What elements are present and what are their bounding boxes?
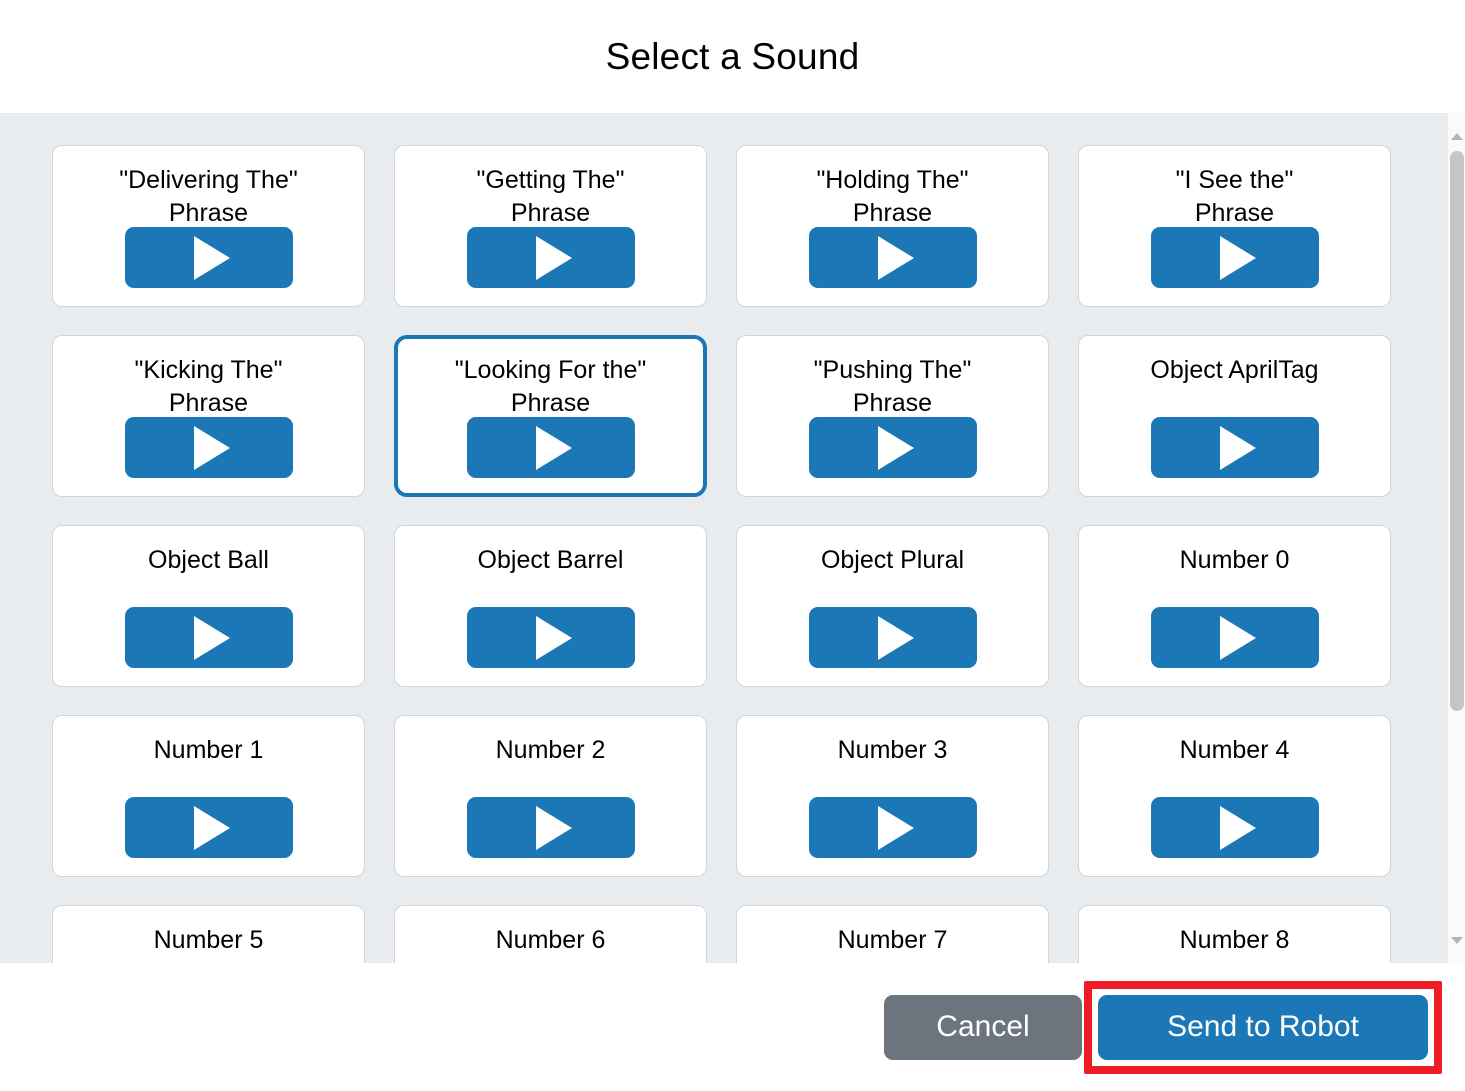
- sound-card-label: "Delivering The" Phrase: [119, 166, 298, 227]
- sound-card-grid: "Delivering The" Phrase "Getting The" Phr…: [0, 113, 1447, 963]
- vertical-scrollbar[interactable]: [1447, 113, 1465, 963]
- sound-card[interactable]: "Delivering The" Phrase: [52, 145, 365, 307]
- play-icon: [1219, 425, 1256, 470]
- play-icon: [535, 425, 572, 470]
- play-icon: [535, 235, 572, 280]
- sound-card[interactable]: "Getting The" Phrase: [394, 145, 707, 307]
- sound-card-label: "I See the" Phrase: [1175, 166, 1294, 227]
- play-sound-button[interactable]: [808, 797, 977, 858]
- sound-card[interactable]: Number 1: [52, 715, 365, 877]
- sound-card-label: Number 7: [837, 926, 948, 954]
- play-sound-button[interactable]: [466, 797, 635, 858]
- play-sound-button[interactable]: [1150, 417, 1319, 478]
- play-icon: [193, 425, 230, 470]
- play-icon: [877, 805, 914, 850]
- play-sound-button[interactable]: [124, 607, 293, 668]
- sound-card-label: Object Barrel: [477, 546, 624, 574]
- sound-list-body: "Delivering The" Phrase "Getting The" Phr…: [0, 113, 1465, 963]
- sound-card-label: Number 3: [837, 736, 948, 764]
- sound-card-label: "Pushing The" Phrase: [813, 356, 972, 417]
- sound-card[interactable]: Number 8: [1078, 905, 1391, 963]
- play-icon: [877, 235, 914, 280]
- chevron-down-icon: [1451, 936, 1463, 944]
- play-icon: [877, 615, 914, 660]
- sound-scroll-viewport: "Delivering The" Phrase "Getting The" Phr…: [0, 113, 1447, 963]
- sound-card[interactable]: "Holding The" Phrase: [736, 145, 1049, 307]
- play-sound-button[interactable]: [124, 797, 293, 858]
- sound-card[interactable]: Number 4: [1078, 715, 1391, 877]
- sound-card[interactable]: Number 2: [394, 715, 707, 877]
- send-to-robot-wrapper: Send to Robot: [1084, 980, 1442, 1074]
- sound-card[interactable]: Number 5: [52, 905, 365, 963]
- sound-card-label: Number 6: [495, 926, 606, 954]
- play-icon: [535, 805, 572, 850]
- scroll-up-arrow-icon[interactable]: [1448, 127, 1465, 145]
- play-icon: [193, 615, 230, 660]
- sound-card[interactable]: Object Barrel: [394, 525, 707, 687]
- send-to-robot-button[interactable]: Send to Robot: [1098, 994, 1428, 1060]
- sound-card-label: Object Ball: [148, 546, 269, 574]
- play-icon: [877, 425, 914, 470]
- sound-card-label: "Holding The" Phrase: [816, 166, 969, 227]
- sound-card-label: "Kicking The" Phrase: [134, 356, 283, 417]
- chevron-up-icon: [1451, 132, 1463, 140]
- play-sound-button[interactable]: [1150, 607, 1319, 668]
- play-sound-button[interactable]: [466, 607, 635, 668]
- sound-card-label: "Looking For the" Phrase: [454, 356, 647, 417]
- sound-card-label: Number 5: [153, 926, 264, 954]
- play-icon: [1219, 615, 1256, 660]
- sound-card[interactable]: "Looking For the" Phrase: [394, 335, 707, 497]
- play-sound-button[interactable]: [808, 607, 977, 668]
- dialog-footer: Cancel Send to Robot: [0, 963, 1465, 1091]
- dialog-title: Select a Sound: [605, 36, 860, 77]
- sound-card[interactable]: "Pushing The" Phrase: [736, 335, 1049, 497]
- sound-card[interactable]: Number 6: [394, 905, 707, 963]
- sound-card[interactable]: Number 7: [736, 905, 1049, 963]
- sound-card[interactable]: Object AprilTag: [1078, 335, 1391, 497]
- play-icon: [1219, 805, 1256, 850]
- sound-card-label: Object Plural: [820, 546, 965, 574]
- play-sound-button[interactable]: [124, 227, 293, 288]
- play-sound-button[interactable]: [124, 417, 293, 478]
- cancel-button[interactable]: Cancel: [884, 994, 1082, 1060]
- play-sound-button[interactable]: [1150, 797, 1319, 858]
- sound-card[interactable]: Number 0: [1078, 525, 1391, 687]
- sound-card[interactable]: Object Ball: [52, 525, 365, 687]
- sound-card-label: Number 4: [1179, 736, 1290, 764]
- sound-card-label: "Getting The" Phrase: [476, 166, 625, 227]
- scroll-down-arrow-icon[interactable]: [1448, 931, 1465, 949]
- sound-card-label: Number 1: [153, 736, 264, 764]
- sound-card[interactable]: Number 3: [736, 715, 1049, 877]
- sound-card-label: Number 0: [1179, 546, 1290, 574]
- play-icon: [193, 805, 230, 850]
- play-sound-button[interactable]: [808, 227, 977, 288]
- sound-card[interactable]: "I See the" Phrase: [1078, 145, 1391, 307]
- scrollbar-thumb[interactable]: [1450, 151, 1464, 711]
- sound-card-label: Object AprilTag: [1150, 356, 1319, 384]
- sound-card[interactable]: Object Plural: [736, 525, 1049, 687]
- sound-card-label: Number 8: [1179, 926, 1290, 954]
- sound-card[interactable]: "Kicking The" Phrase: [52, 335, 365, 497]
- play-sound-button[interactable]: [1150, 227, 1319, 288]
- play-icon: [1219, 235, 1256, 280]
- play-icon: [193, 235, 230, 280]
- play-sound-button[interactable]: [808, 417, 977, 478]
- play-icon: [535, 615, 572, 660]
- play-sound-button[interactable]: [466, 227, 635, 288]
- play-sound-button[interactable]: [466, 417, 635, 478]
- sound-card-label: Number 2: [495, 736, 606, 764]
- dialog-header: Select a Sound: [0, 0, 1465, 113]
